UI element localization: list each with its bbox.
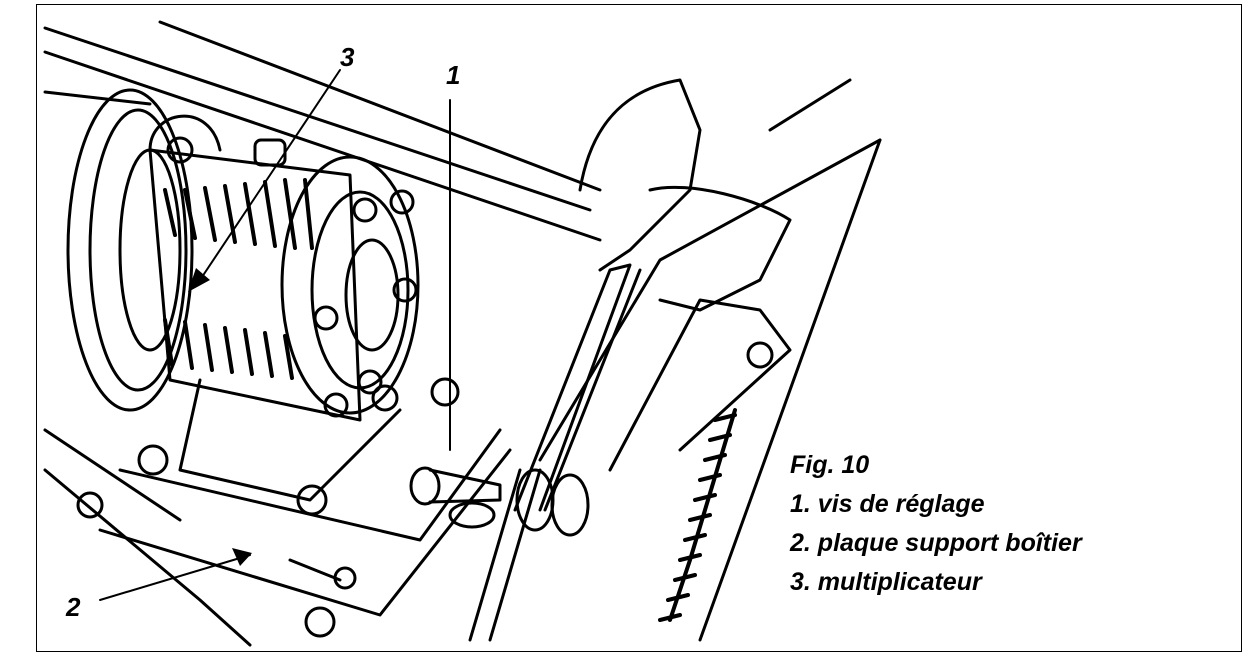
callout-1: 1 [446,60,461,90]
figure-frame [36,4,1242,652]
legend-item-3: 3. multiplicateur [790,568,982,596]
legend-item-2: 2. plaque support boîtier [790,529,1082,557]
callout-2: 2 [66,592,81,622]
legend-item-1: 1. vis de réglage [790,490,985,518]
figure-caption: Fig. 10 [790,451,870,479]
callout-3: 3 [340,42,355,72]
figure-legend: Fig. 10 1. vis de réglage 2. plaque supp… [790,446,1082,602]
